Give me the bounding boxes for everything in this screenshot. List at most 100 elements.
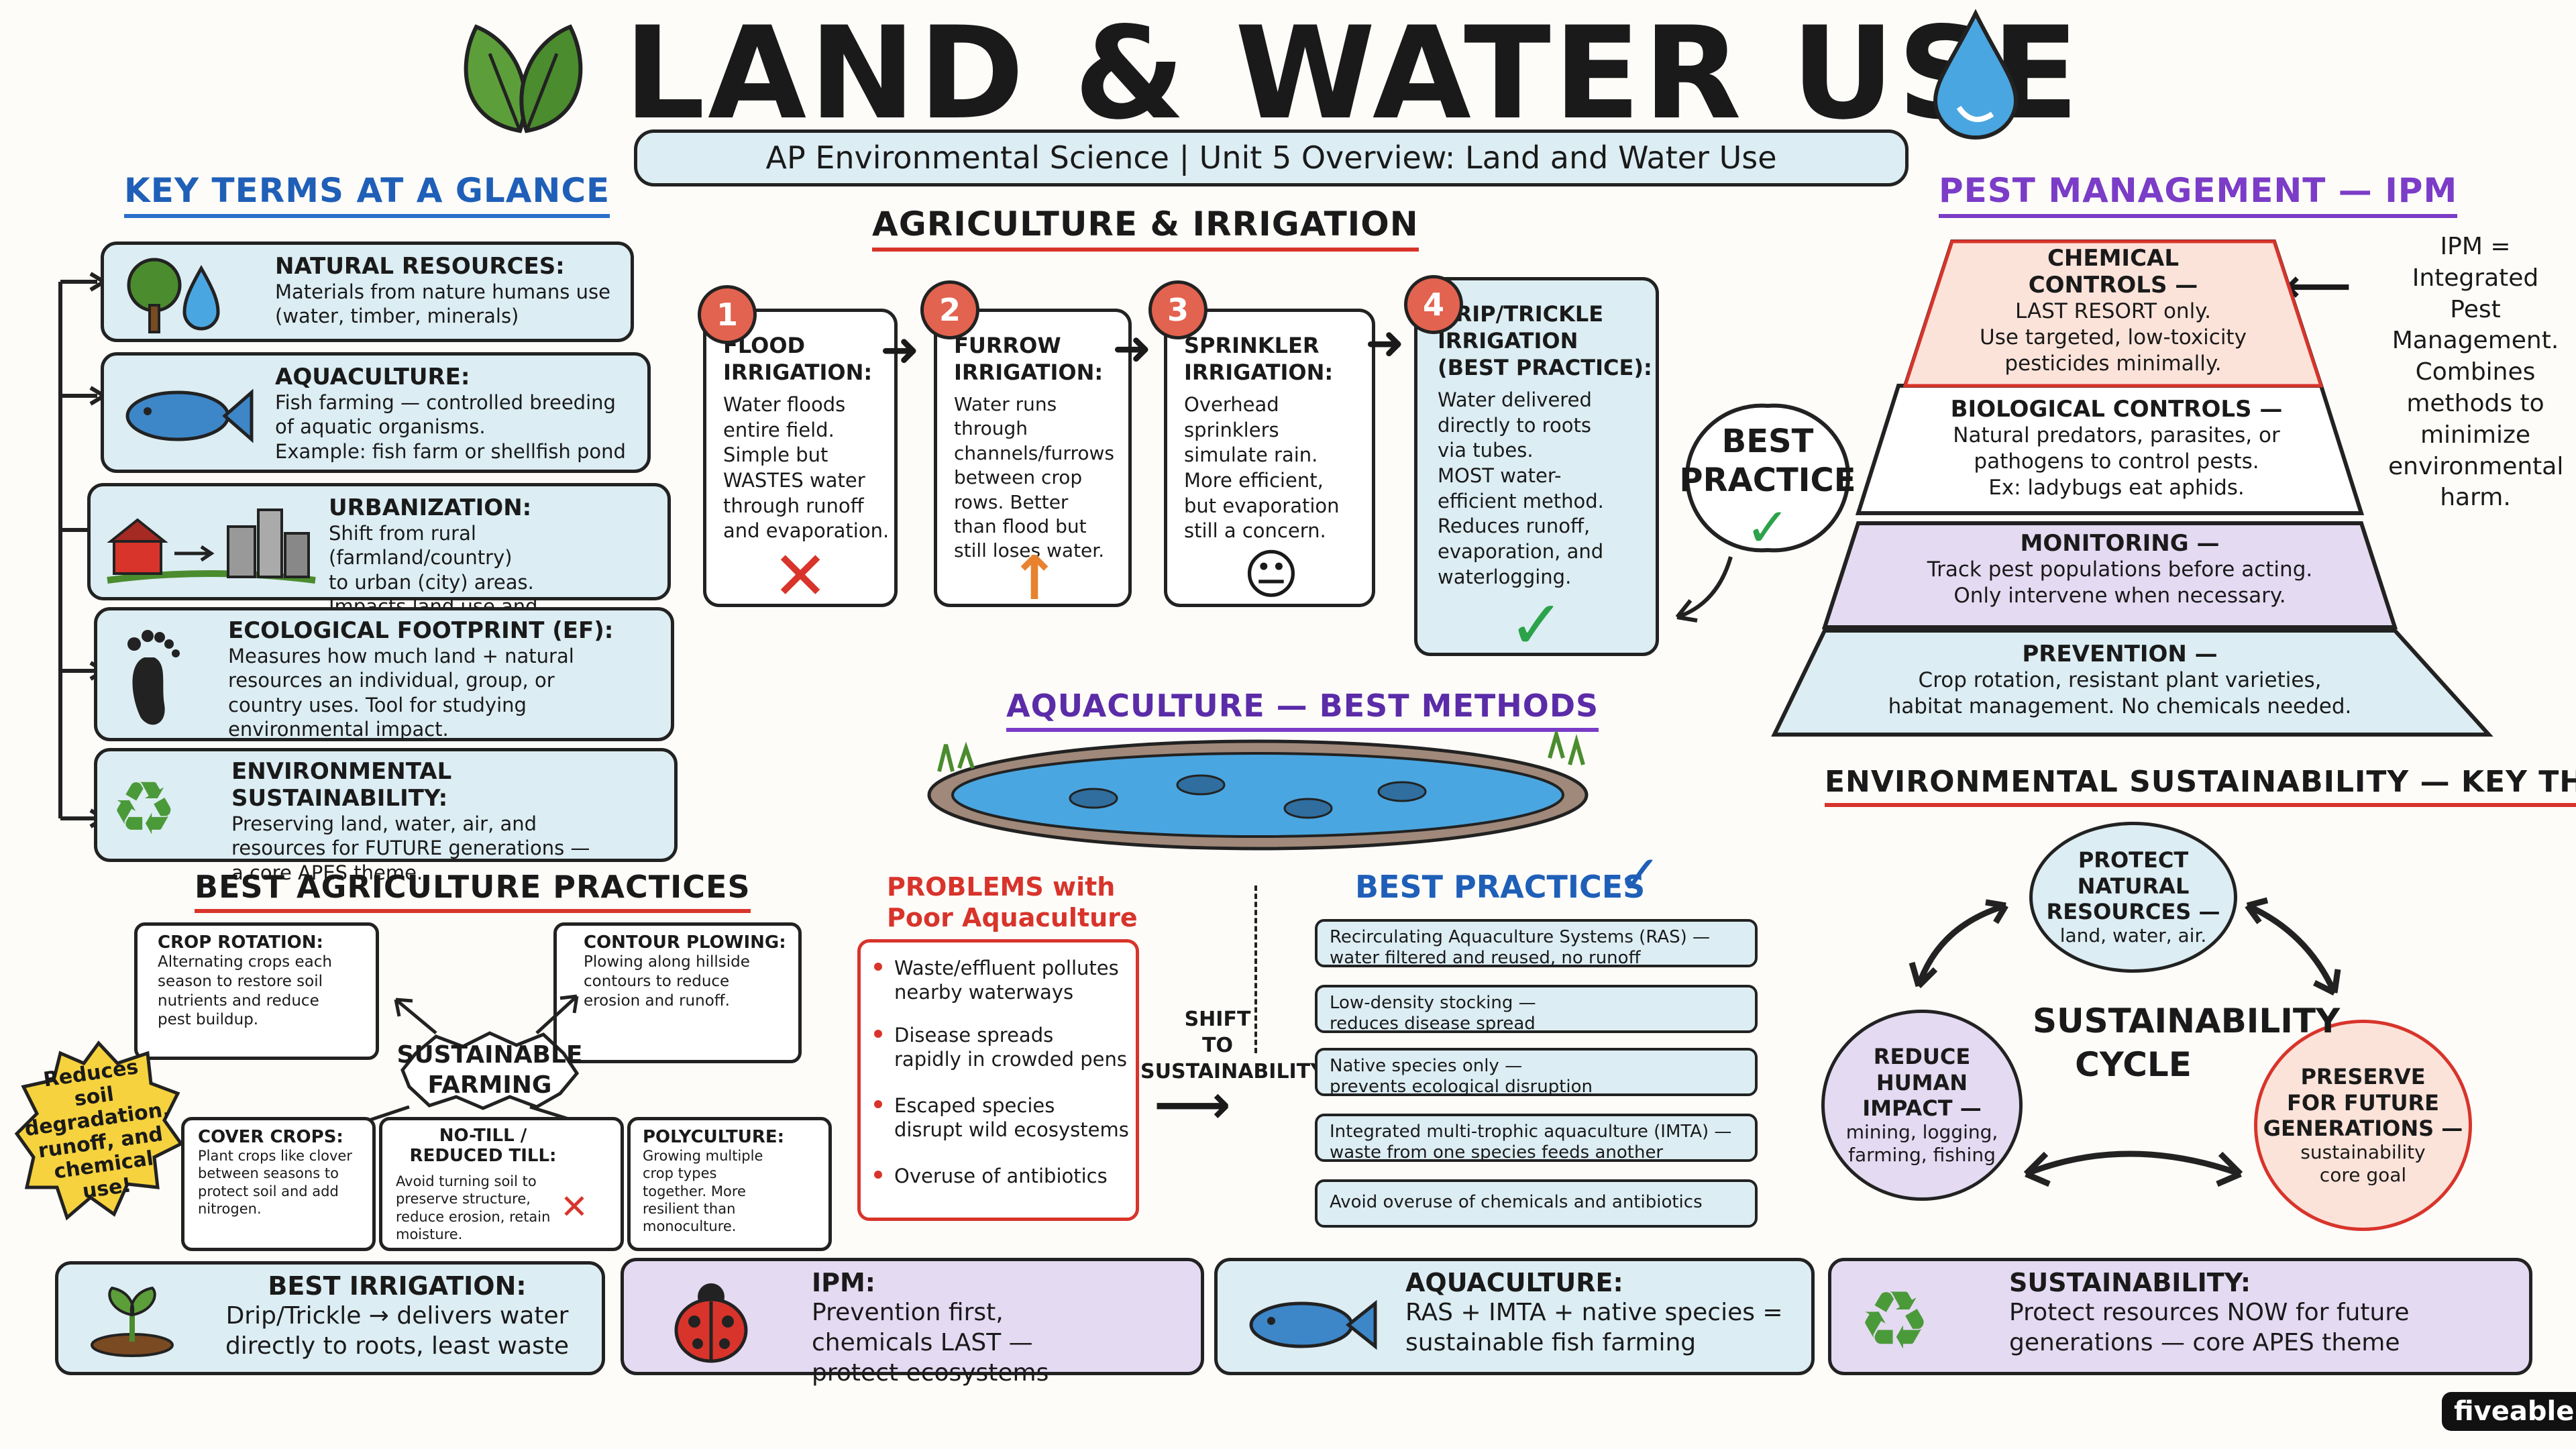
practice-desc: Growing multiple crop types together. Mo… <box>643 1148 763 1234</box>
badge-arrow <box>1675 556 1733 623</box>
no-shovel-icon: ✕ <box>560 1187 588 1226</box>
hub-text: SUSTAINABLE FARMING <box>396 1041 583 1099</box>
node-title: PROTECT NATURAL RESOURCES — <box>2046 847 2220 924</box>
summary-title: BEST IRRIGATION: <box>268 1271 527 1301</box>
step-number: 3 <box>1148 280 1208 339</box>
arrow-right-icon: ⟶ <box>1154 1073 1231 1136</box>
problem-item: Overuse of antibiotics <box>894 1165 1108 1187</box>
node-preserve-future: PRESERVE FOR FUTURE GENERATIONS — sustai… <box>2254 1020 2472 1231</box>
ipm-level-monitoring: MONITORING — Track pest populations befo… <box>1858 530 2381 609</box>
irrigation-title: FLOOD IRRIGATION: <box>723 333 873 385</box>
term-desc: Preserving land, water, air, and resourc… <box>231 812 590 884</box>
practice-title: CONTOUR PLOWING: <box>584 932 786 953</box>
arrow-right-icon: ➜ <box>1365 315 1405 370</box>
practice-crop-rotation: CROP ROTATION: Alternating crops each se… <box>134 922 379 1060</box>
ipm-level-chemical: CHEMICAL CONTROLS — LAST RESORT only. Us… <box>1932 245 2294 376</box>
recycle-icon: ♻ <box>111 765 177 851</box>
sprout-icon <box>91 1286 174 1357</box>
ipm-level-title: BIOLOGICAL CONTROLS — <box>1950 396 2283 423</box>
ipm-pyramid <box>1771 239 2493 737</box>
problem-item: Disease spreads rapidly in crowded pens <box>894 1024 1127 1071</box>
summary-desc: Prevention first, chemicals LAST — prote… <box>812 1299 1049 1387</box>
summary-aquaculture: AQUACULTURE: RAS + IMTA + native species… <box>1214 1258 1815 1375</box>
node-desc: mining, logging, farming, fishing <box>1845 1121 1998 1167</box>
urbanization-icon <box>107 508 316 584</box>
cycle-arrows <box>1909 897 2341 1187</box>
leaf-icon <box>449 13 597 141</box>
node-title: REDUCE HUMAN IMPACT — <box>1862 1044 1982 1122</box>
term-desc: Measures how much land + natural resourc… <box>228 645 574 741</box>
page-title: LAND & WATER USE <box>624 0 2082 148</box>
practice-desc: Plowing along hillside contours to reduc… <box>584 953 750 1010</box>
irrigation-desc: Water floods entire field. Simple but WA… <box>723 393 890 543</box>
practice-desc: Plant crops like clover between seasons … <box>198 1148 352 1217</box>
summary-desc: Drip/Trickle → delivers water directly t… <box>225 1302 570 1360</box>
node-desc: sustainability core goal <box>2300 1141 2426 1187</box>
best-practice-item: Integrated multi-trophic aquaculture (IM… <box>1315 1114 1758 1163</box>
term-title: URBANIZATION: <box>329 494 532 521</box>
term-natural-resources: NATURAL RESOURCES: Materials from nature… <box>101 241 634 342</box>
irrigation-furrow: FURROW IRRIGATION: Water runs through ch… <box>934 309 1132 614</box>
irrigation-desc: Water delivered directly to roots via tu… <box>1438 388 1604 588</box>
term-title: NATURAL RESOURCES: <box>275 253 565 280</box>
ipm-level-desc: Natural predators, parasites, or pathoge… <box>1953 423 2280 500</box>
term-ecological-footprint: ECOLOGICAL FOOTPRINT (EF): Measures how … <box>94 607 674 741</box>
summary-title: SUSTAINABILITY: <box>2009 1268 2251 1297</box>
badge-text: Reduces soil degradation, runoff, and ch… <box>23 1055 172 1203</box>
best-practice-badge: BEST PRACTICE ✓ <box>1677 396 1858 570</box>
checkmark-icon: ✓ <box>1745 496 1790 559</box>
practice-cover-crops: COVER CROPS: Plant crops like clover bet… <box>181 1117 376 1251</box>
best-practice-item: Native species only — prevents ecologica… <box>1315 1048 1758 1097</box>
neutral-face-icon: 😐 <box>1243 543 1299 606</box>
ipm-level-title: CHEMICAL CONTROLS — <box>2028 245 2198 299</box>
practice-no-till: NO-TILL / REDUCED TILL: Avoid turning so… <box>379 1117 624 1251</box>
ipm-level-prevention: PREVENTION — Crop rotation, resistant pl… <box>1811 641 2428 720</box>
summary-sustainability: ♻ SUSTAINABILITY: Protect resources NOW … <box>1828 1258 2532 1375</box>
problems-title: PROBLEMS with Poor Aquaculture <box>887 872 1138 932</box>
ipm-level-desc: Track pest populations before acting. On… <box>1927 557 2313 608</box>
node-reduce-impact: REDUCE HUMAN IMPACT — mining, logging, f… <box>1821 1010 2023 1201</box>
step-number: 4 <box>1404 275 1463 334</box>
ipm-level-desc: LAST RESORT only. Use targeted, low-toxi… <box>1980 299 2247 376</box>
ladybug-icon <box>674 1283 748 1363</box>
best-practice-item: Recirculating Aquaculture Systems (RAS) … <box>1315 919 1758 968</box>
subtitle-banner: AP Environmental Science | Unit 5 Overvi… <box>634 129 1909 186</box>
ipm-heading: PEST MANAGEMENT — IPM <box>1939 171 2458 218</box>
ipm-definition: IPM = Integrated Pest Management. Combin… <box>2388 233 2564 512</box>
summary-title: AQUACULTURE: <box>1405 1268 1623 1297</box>
problem-item: Waste/effluent pollutes nearby waterways <box>894 957 1119 1004</box>
best-practices-title: BEST PRACTICES <box>1355 869 1646 905</box>
recycle-icon: ♻ <box>1858 1275 1931 1368</box>
term-title: ENVIRONMENTAL SUSTAINABILITY: <box>231 758 452 812</box>
irrigation-desc: Overhead sprinklers simulate rain. More … <box>1184 393 1340 543</box>
term-title: ECOLOGICAL FOOTPRINT (EF): <box>228 617 614 644</box>
shift-label: SHIFT TO SUSTAINABILITY <box>1140 1008 1325 1083</box>
ipm-level-desc: Crop rotation, resistant plant varieties… <box>1888 668 2352 718</box>
practice-polyculture: POLYCULTURE: Growing multiple crop types… <box>627 1117 832 1251</box>
node-title: PRESERVE FOR FUTURE GENERATIONS — <box>2263 1064 2463 1142</box>
best-practice-item: Avoid overuse of chemicals and antibioti… <box>1315 1179 1758 1228</box>
practice-contour-plowing: CONTOUR PLOWING: Plowing along hillside … <box>553 922 802 1063</box>
arrow-right-icon: ➜ <box>880 322 920 377</box>
irrigation-drip: DRIP/TRICKLE IRRIGATION (BEST PRACTICE):… <box>1414 277 1659 664</box>
sustainability-heading: ENVIRONMENTAL SUSTAINABILITY — KEY THEME… <box>1825 765 2576 807</box>
practice-title: CROP ROTATION: <box>158 932 323 953</box>
summary-irrigation: BEST IRRIGATION: Drip/Trickle → delivers… <box>55 1261 605 1375</box>
node-desc: land, water, air. <box>2059 924 2207 947</box>
best-practice-item: Low-density stocking — reduces disease s… <box>1315 985 1758 1034</box>
aquaculture-heading: AQUACULTURE — BEST METHODS <box>1006 688 1599 732</box>
tree-icon <box>127 258 220 333</box>
irrigation-title: SPRINKLER IRRIGATION: <box>1184 333 1334 385</box>
ipm-level-title: PREVENTION — <box>2022 641 2218 667</box>
reduces-badge: Reduces soil degradation, runoff, and ch… <box>13 1036 184 1224</box>
arrow-right-icon: ➜ <box>1112 321 1152 376</box>
problem-item: Escaped species disrupt wild ecosystems <box>894 1094 1129 1142</box>
irrigation-desc: Water runs through channels/furrows betw… <box>954 393 1114 562</box>
summary-desc: RAS + IMTA + native species = sustainabl… <box>1405 1299 1783 1356</box>
irrigation-sprinkler: SPRINKLER IRRIGATION: Overhead sprinkler… <box>1164 309 1375 607</box>
water-drop-icon <box>1925 7 2026 141</box>
agri-practices-heading: BEST AGRICULTURE PRACTICES <box>195 869 751 913</box>
irrigation-flood: FLOOD IRRIGATION: Water floods entire fi… <box>703 309 898 615</box>
step-number: 1 <box>698 285 757 344</box>
term-title: AQUACULTURE: <box>275 364 470 390</box>
